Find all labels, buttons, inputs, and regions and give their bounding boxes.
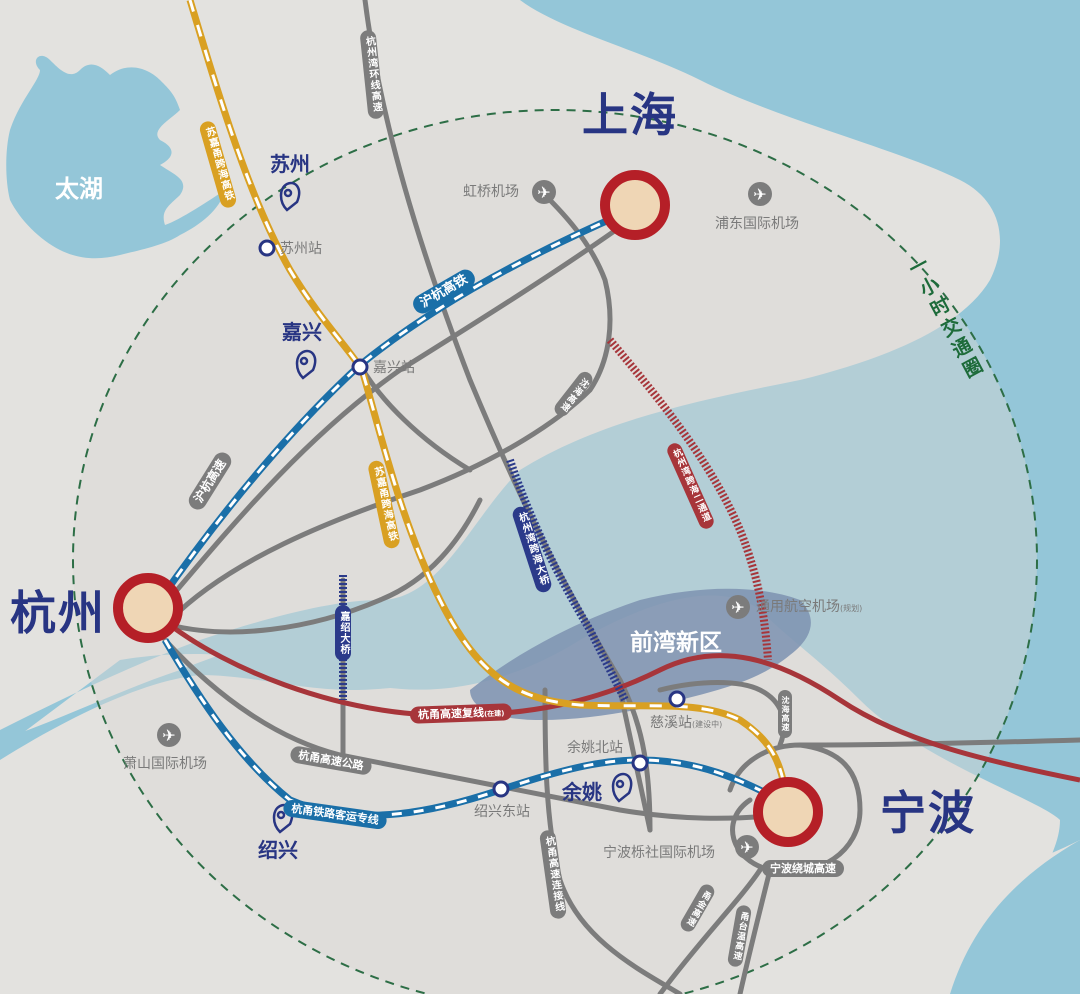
- airport-label-pudong: 浦东国际机场: [715, 216, 799, 232]
- svg-text:✈: ✈: [731, 598, 744, 617]
- city-marker-hangzhou[interactable]: [113, 573, 183, 643]
- station-icons: [258, 239, 686, 798]
- airplane-icon[interactable]: ✈: [726, 595, 750, 619]
- qiantang-river: [0, 624, 500, 760]
- station-label-shaoxing-east: 绍兴东站: [474, 804, 530, 820]
- station-label-cixi: 慈溪站(建设中): [650, 715, 723, 731]
- location-pin-icon[interactable]: [295, 349, 317, 380]
- location-pins: [272, 181, 633, 834]
- airport-label-xiaoshan: 萧山国际机场: [123, 756, 207, 772]
- station-label-yuyao-north: 余姚北站: [567, 740, 623, 756]
- airplane-icon[interactable]: ✈: [735, 835, 759, 859]
- city-marker-ningbo[interactable]: [753, 777, 823, 847]
- station-icon[interactable]: [351, 358, 369, 376]
- sea-southeast: [950, 840, 1080, 994]
- taihu-lake: [6, 55, 225, 259]
- airplane-icon[interactable]: ✈: [748, 182, 772, 206]
- airport-label-general: 通用航空机场(规划): [756, 599, 863, 615]
- airport-label-lishe: 宁波栎社国际机场: [603, 845, 715, 861]
- city-marker-shanghai[interactable]: [600, 170, 670, 240]
- airport-icons: ✈ ✈ ✈ ✈ ✈: [157, 180, 772, 859]
- hang-yong-fuxian-line: [168, 622, 1080, 783]
- station-label-jiaxing: 嘉兴站: [373, 360, 415, 376]
- qianwan-zone-area: [470, 588, 811, 720]
- city-label-yuyao: 余姚: [562, 780, 602, 804]
- city-label-jiaxing: 嘉兴: [282, 320, 322, 344]
- city-label-hangzhou: 杭州: [10, 586, 106, 640]
- location-pin-icon[interactable]: [611, 772, 633, 803]
- svg-text:✈: ✈: [753, 185, 766, 204]
- station-icon[interactable]: [668, 690, 686, 708]
- svg-text:✈: ✈: [537, 183, 550, 202]
- station-icon[interactable]: [631, 754, 649, 772]
- airplane-icon[interactable]: ✈: [157, 723, 181, 747]
- route-tag-jiashao-bridge[interactable]: 嘉绍大桥: [335, 605, 351, 661]
- one-hour-circle-fill: [73, 110, 1037, 994]
- south-land: [0, 629, 1060, 994]
- svg-text:✈: ✈: [162, 726, 175, 745]
- route-tag-ningbo-ring[interactable]: 宁波绕城高速: [762, 860, 844, 877]
- hangzhou-bay-bridge-line: [506, 458, 629, 702]
- second-bay-channel-line: [606, 337, 772, 661]
- city-label-shanghai: 上海: [582, 88, 678, 142]
- city-label-ningbo: 宁波: [880, 786, 976, 840]
- airport-label-hongqiao: 虹桥机场: [463, 184, 519, 200]
- one-hour-circle: [72, 109, 1038, 994]
- station-label-suzhou: 苏州站: [280, 241, 322, 257]
- lake-label-taihu: 太湖: [55, 175, 103, 203]
- city-label-shaoxing: 绍兴: [258, 838, 298, 862]
- station-icon[interactable]: [258, 239, 276, 257]
- airplane-icon[interactable]: ✈: [532, 180, 556, 204]
- city-label-suzhou: 苏州: [270, 152, 310, 176]
- route-tag-shen-hai-2[interactable]: 沈海高速: [778, 690, 792, 738]
- svg-text:✈: ✈: [740, 838, 753, 857]
- zone-label-qianwan: 前湾新区: [630, 630, 722, 656]
- route-tag-hang-yong-fuxian[interactable]: 杭甬高速复线(在建): [409, 703, 513, 724]
- station-icon[interactable]: [492, 780, 510, 798]
- location-pin-icon[interactable]: [279, 181, 301, 212]
